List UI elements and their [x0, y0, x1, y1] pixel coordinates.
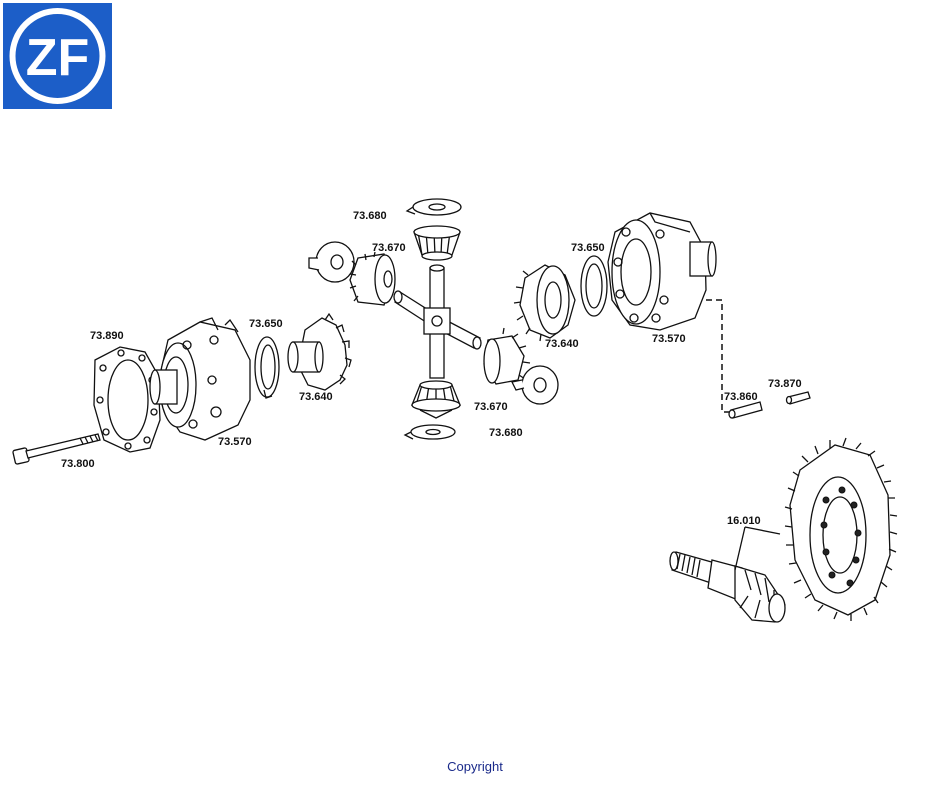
spider-cross-drawing	[393, 264, 482, 379]
pin-73870-drawing	[785, 391, 811, 405]
part-label-16010: 16.010	[727, 515, 761, 527]
right-housing-drawing	[607, 212, 717, 331]
part-label-73870: 73.870	[768, 378, 802, 390]
part-label-73570-right: 73.570	[652, 333, 686, 345]
pinion-shaft-drawing	[669, 551, 786, 623]
copyright-text: Copyright	[447, 759, 503, 774]
crown-wheel-drawing	[784, 437, 898, 621]
right-washer-drawing	[580, 255, 608, 317]
left-housing-drawing	[149, 317, 251, 441]
part-label-73860: 73.860	[724, 391, 758, 403]
part-label-73670-top: 73.670	[372, 242, 406, 254]
logo-text: ZF	[26, 29, 90, 87]
zf-logo: ZF	[3, 3, 112, 109]
pin-73860-drawing	[728, 401, 763, 419]
part-label-73680-top: 73.680	[353, 210, 387, 222]
part-label-73640-left: 73.640	[299, 391, 333, 403]
bolt-drawing	[12, 433, 101, 465]
part-label-73570-left: 73.570	[218, 436, 252, 448]
left-washer-drawing	[254, 336, 280, 399]
top-pinion-drawing	[413, 225, 461, 261]
part-label-73670-bottom: 73.670	[474, 401, 508, 413]
top-washer-drawing	[405, 198, 462, 216]
part-label-73650-left: 73.650	[249, 318, 283, 330]
leader-16010	[734, 526, 781, 571]
right-side-gear-drawing	[513, 264, 576, 342]
pin-dashed-leader	[706, 299, 732, 413]
part-label-73800: 73.800	[61, 458, 95, 470]
left-pinion-drawing	[349, 251, 396, 306]
left-top-washer-drawing	[308, 241, 355, 283]
left-side-gear-drawing	[287, 312, 352, 391]
right-bottom-washer-drawing	[511, 365, 559, 405]
part-label-73650-right: 73.650	[571, 242, 605, 254]
gasket-drawing	[93, 346, 161, 453]
right-pinion-drawing	[483, 327, 531, 385]
part-label-73890: 73.890	[90, 330, 124, 342]
part-label-73640-right: 73.640	[545, 338, 579, 350]
part-label-73680-bottom: 73.680	[489, 427, 523, 439]
bottom-washer-drawing	[403, 424, 456, 440]
bottom-pinion-drawing	[411, 380, 461, 419]
